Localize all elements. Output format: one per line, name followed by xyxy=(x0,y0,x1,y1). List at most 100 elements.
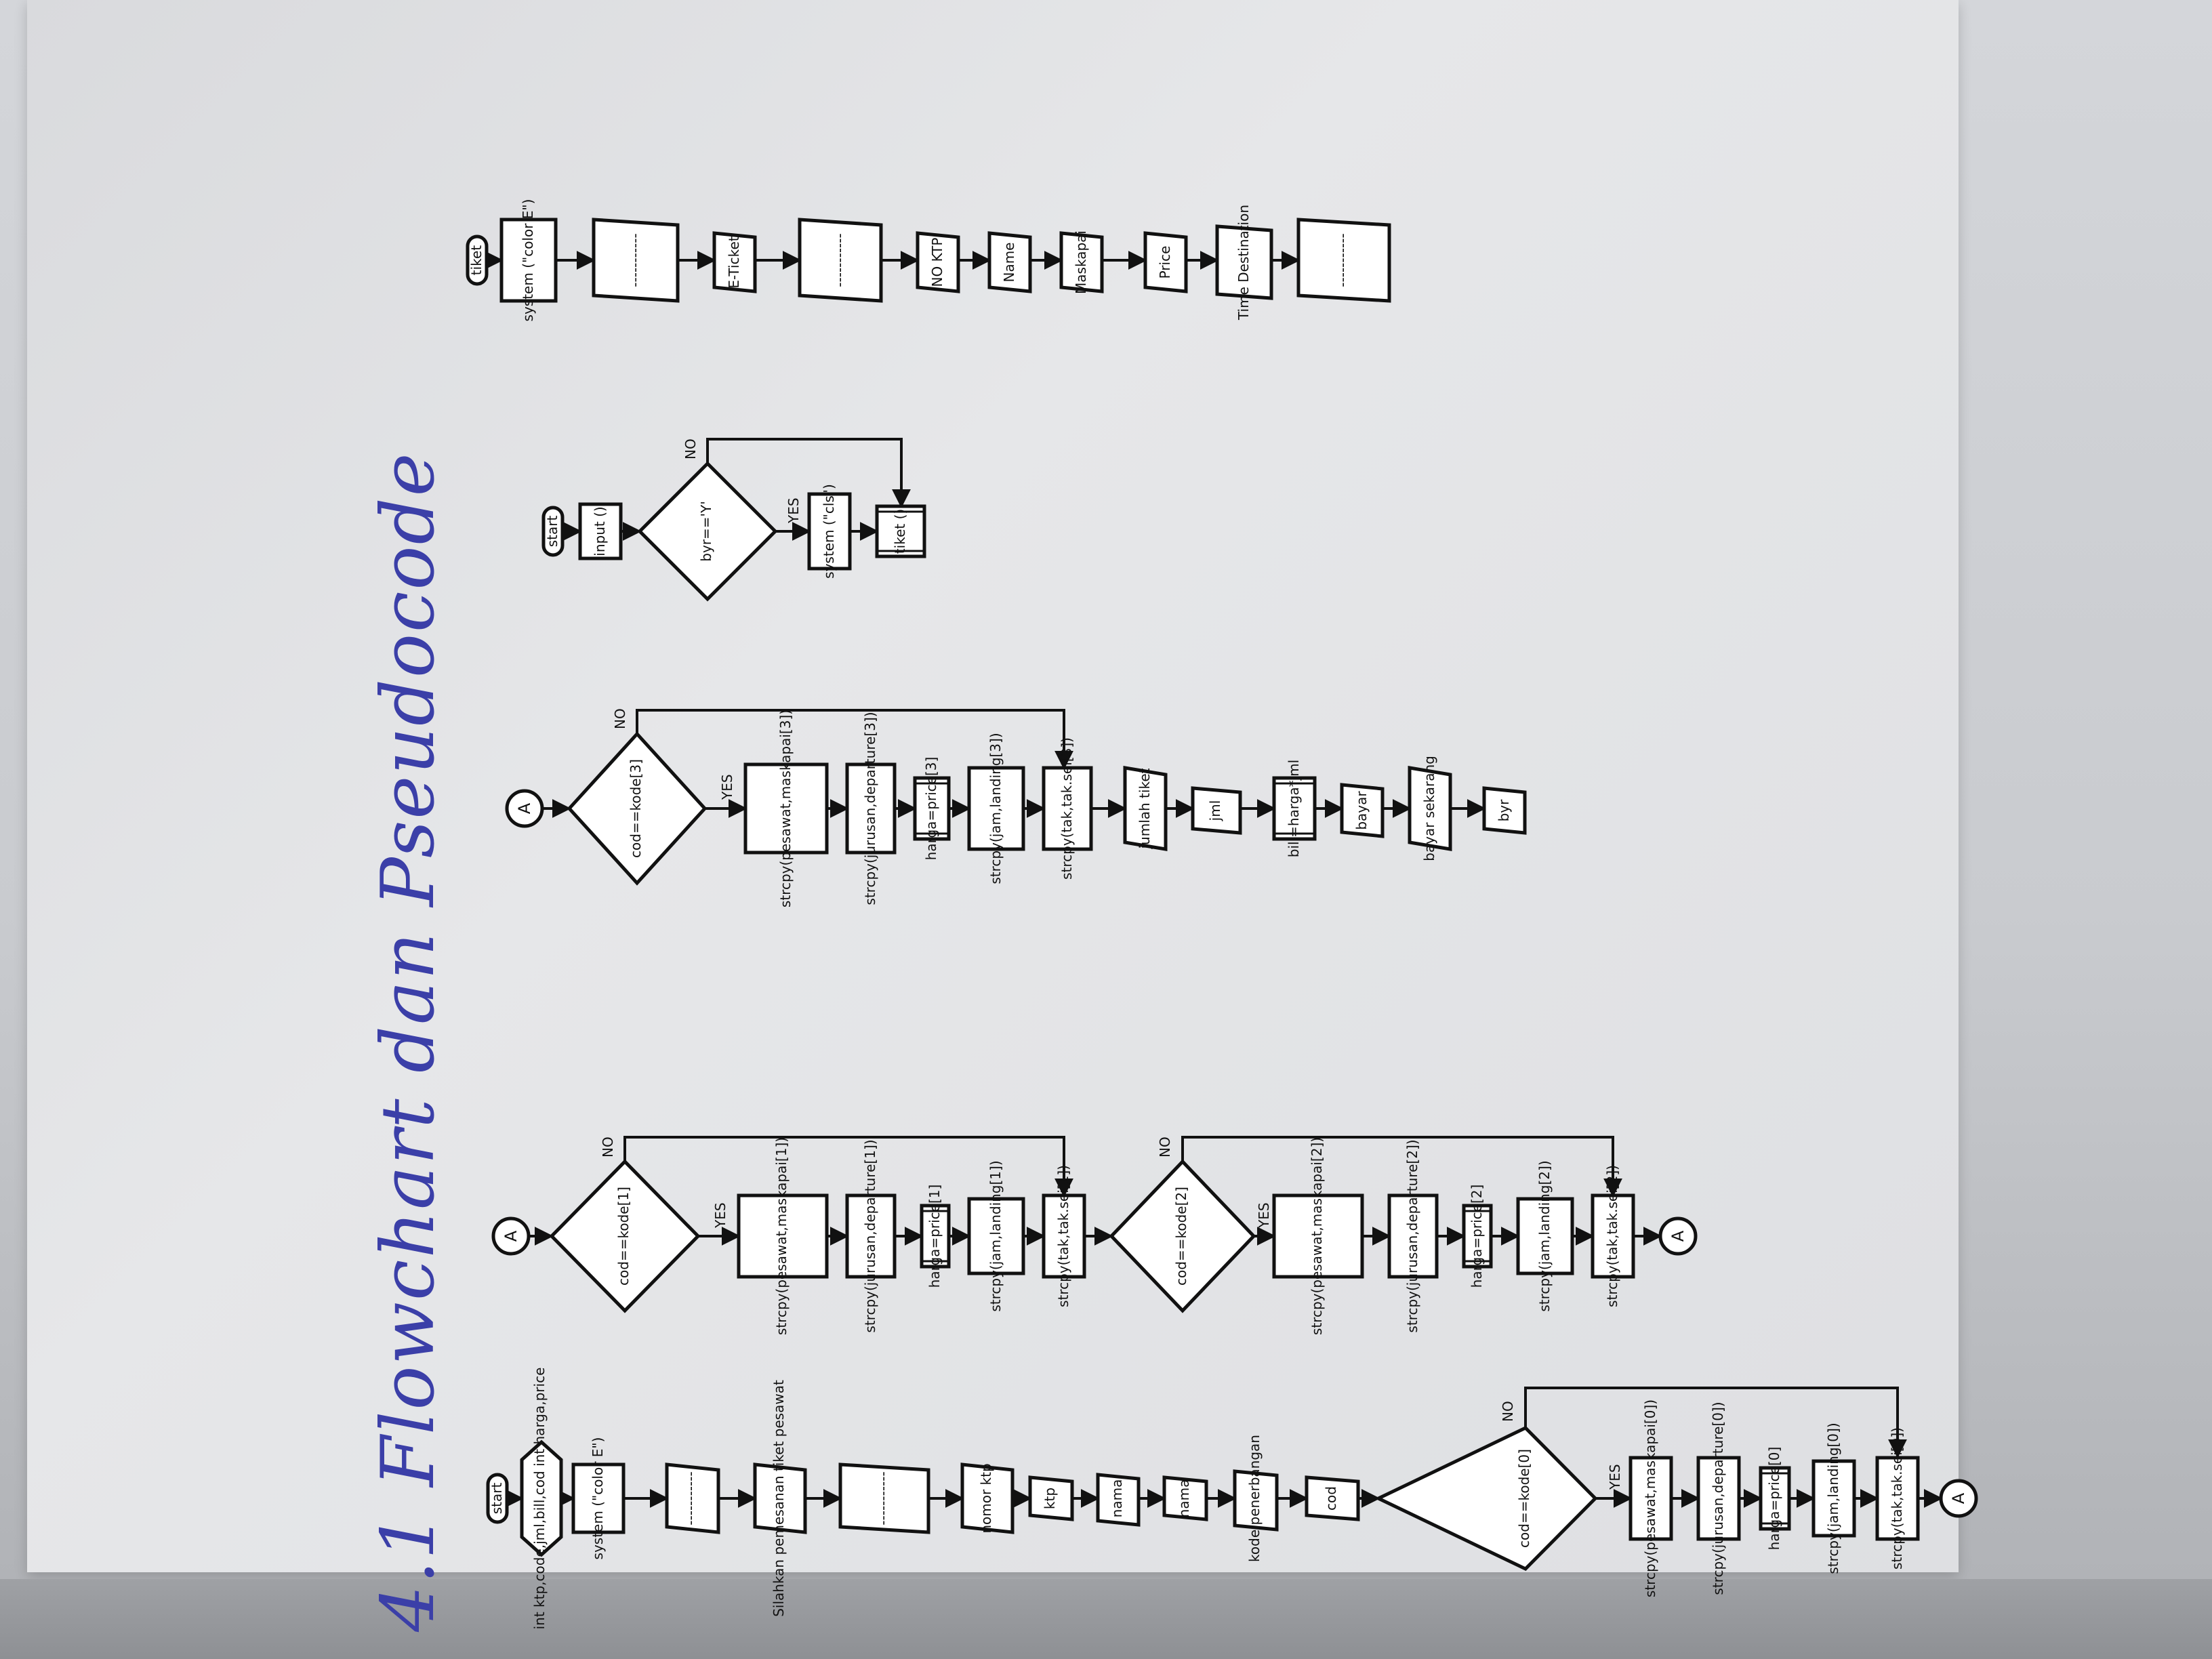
output-line3 xyxy=(1296,218,1391,303)
prompt-kode-label: kode penerbangan xyxy=(1246,1435,1263,1562)
output-eticket-label: E-Ticket xyxy=(726,236,742,288)
prompt-nama-label: nama xyxy=(1109,1479,1125,1518)
process-input-call-label: input () xyxy=(592,506,608,556)
process-landing0 xyxy=(1811,1459,1856,1538)
input-ktp xyxy=(1028,1475,1074,1521)
process-price1-label: harga=price[1] xyxy=(926,1185,943,1288)
decision-kode1-label: cod==kode[1] xyxy=(615,1187,632,1286)
output-bayar xyxy=(1340,783,1385,838)
connector-a-out-2 xyxy=(1658,1216,1698,1256)
process-taksei1-label: strcpy(tak,tak.sei[1]) xyxy=(1055,1165,1071,1307)
process-landing1-label: strcpy(jam,landing[1]) xyxy=(987,1160,1004,1311)
process-taksei1 xyxy=(1042,1193,1086,1279)
edges xyxy=(529,1136,1662,1246)
connector-a-in-3-label: A xyxy=(515,802,534,814)
process-landing3-label: strcpy(jam,landing[3]) xyxy=(987,733,1004,884)
input-cod xyxy=(1305,1475,1360,1521)
process-price1-inner xyxy=(920,1210,950,1263)
process-tiket-call-inner xyxy=(876,510,926,552)
terminator-tiket xyxy=(466,234,489,286)
declare-label: int ktp,code,jml,bill,cod int harga,pric… xyxy=(531,1368,548,1630)
process-maskapai2-label: strcpy(pesawat,maskapai[2]) xyxy=(1309,1137,1325,1335)
cls-process xyxy=(571,1462,626,1534)
process-cls xyxy=(807,492,852,571)
process-cls-label: system ("cls") xyxy=(821,484,837,579)
process-maskapai1 xyxy=(737,1193,829,1279)
flow-1: start int ktp,code,jml,bill,cod int harg… xyxy=(486,1368,1978,1630)
welcome-label: Silahkan pemesanan tiket pesawat xyxy=(771,1380,787,1617)
connector-a-out-label: A xyxy=(1949,1492,1968,1504)
process-landing0-label: strcpy(jam,landing[0]) xyxy=(1825,1422,1841,1574)
prompt-ktp-output xyxy=(960,1462,1015,1534)
process-color-e xyxy=(499,218,558,303)
process-price3-label: harga=price[3] xyxy=(923,757,939,861)
desk-shadow xyxy=(0,1579,2212,1659)
yes-label-2: YES xyxy=(1256,1202,1272,1229)
line2-output xyxy=(838,1462,930,1534)
decision-byr-label: byr=='Y' xyxy=(698,501,714,561)
prompt-nama-output xyxy=(1096,1473,1141,1527)
terminator-start-4-label: start xyxy=(544,516,560,548)
process-input-call xyxy=(578,502,623,560)
input-byr-label: byr xyxy=(1496,799,1512,822)
output-no-ktp xyxy=(916,231,960,293)
no-label: NO xyxy=(1500,1401,1516,1422)
edges xyxy=(562,438,911,541)
decision-kode0 xyxy=(1374,1425,1598,1572)
process-landing1 xyxy=(967,1197,1025,1275)
output-time-destination xyxy=(1215,224,1273,300)
process-price0-label: harga=price[0] xyxy=(1766,1447,1782,1551)
yes-label: YES xyxy=(1607,1464,1623,1490)
line2-label: ----------- xyxy=(875,1471,891,1525)
output-no-ktp-label: NO KTP xyxy=(929,238,945,287)
output-line2-label: ----------- xyxy=(832,233,848,287)
edges xyxy=(542,709,1486,818)
process-landing2 xyxy=(1516,1197,1574,1275)
process-taksei2-label: strcpy(tak,tak.sei[2]) xyxy=(1604,1165,1620,1307)
process-departure2-label: strcpy(jurusan,departure[2]) xyxy=(1404,1139,1420,1332)
connector-a-in-label: A xyxy=(501,1230,520,1242)
input-ktp-label: ktp xyxy=(1042,1488,1058,1509)
process-maskapai0-label: strcpy(pesawat,maskapai[0]) xyxy=(1642,1399,1658,1597)
input-nama-label: nama xyxy=(1176,1479,1192,1518)
prompt-ktp-label: nomor ktp xyxy=(978,1463,994,1533)
declare-hexagon-body xyxy=(520,1439,563,1557)
output-line1-label: ----------- xyxy=(627,233,643,287)
process-maskapai0 xyxy=(1629,1456,1673,1541)
process-price3-inner xyxy=(914,782,950,835)
terminator-start xyxy=(486,1473,509,1524)
no-label-2: NO xyxy=(1157,1136,1173,1158)
process-departure3 xyxy=(845,762,897,855)
connector-a-in xyxy=(491,1216,531,1256)
cls-label: system ("color E") xyxy=(590,1437,606,1560)
output-line3-label: ----------- xyxy=(1334,233,1351,287)
output-maskapai-label: Maskapai xyxy=(1073,230,1089,294)
prompt-jml-label: jumlah tiket xyxy=(1136,768,1153,849)
terminator-start-4 xyxy=(541,506,565,557)
output-maskapai xyxy=(1059,231,1104,293)
edges xyxy=(504,1387,1943,1508)
output-name-label: Name xyxy=(1001,242,1017,282)
flow-5: tiket system ("color E") ----------- E-T… xyxy=(466,199,1391,321)
terminator-start-label: start xyxy=(489,1483,505,1515)
line1-output xyxy=(665,1462,720,1534)
process-taksei2 xyxy=(1591,1193,1635,1279)
process-departure3-label: strcpy(jurusan,departure[3]) xyxy=(862,712,878,905)
yes-label-1: YES xyxy=(712,1202,729,1229)
prompt-kode-output xyxy=(1233,1469,1279,1532)
process-departure2 xyxy=(1387,1193,1439,1279)
process-departure0 xyxy=(1696,1456,1741,1541)
process-price2-inner xyxy=(1462,1210,1492,1263)
decision-kode3-label: cod==kode[3] xyxy=(628,759,644,858)
process-taksei0-label: strcpy(tak,tak.sei[0]) xyxy=(1889,1427,1905,1570)
yes-label-3: YES xyxy=(719,774,735,800)
input-nama xyxy=(1162,1475,1208,1521)
connector-a-out xyxy=(1939,1479,1978,1518)
output-time-destination-label: Time Destination xyxy=(1235,205,1252,321)
process-tiket-call-label: tiket () xyxy=(892,509,908,554)
process-price2-label: harga=price[2] xyxy=(1469,1185,1485,1288)
process-taksei0 xyxy=(1875,1456,1920,1541)
output-price xyxy=(1143,231,1188,293)
input-jml-label: jml xyxy=(1207,800,1223,822)
